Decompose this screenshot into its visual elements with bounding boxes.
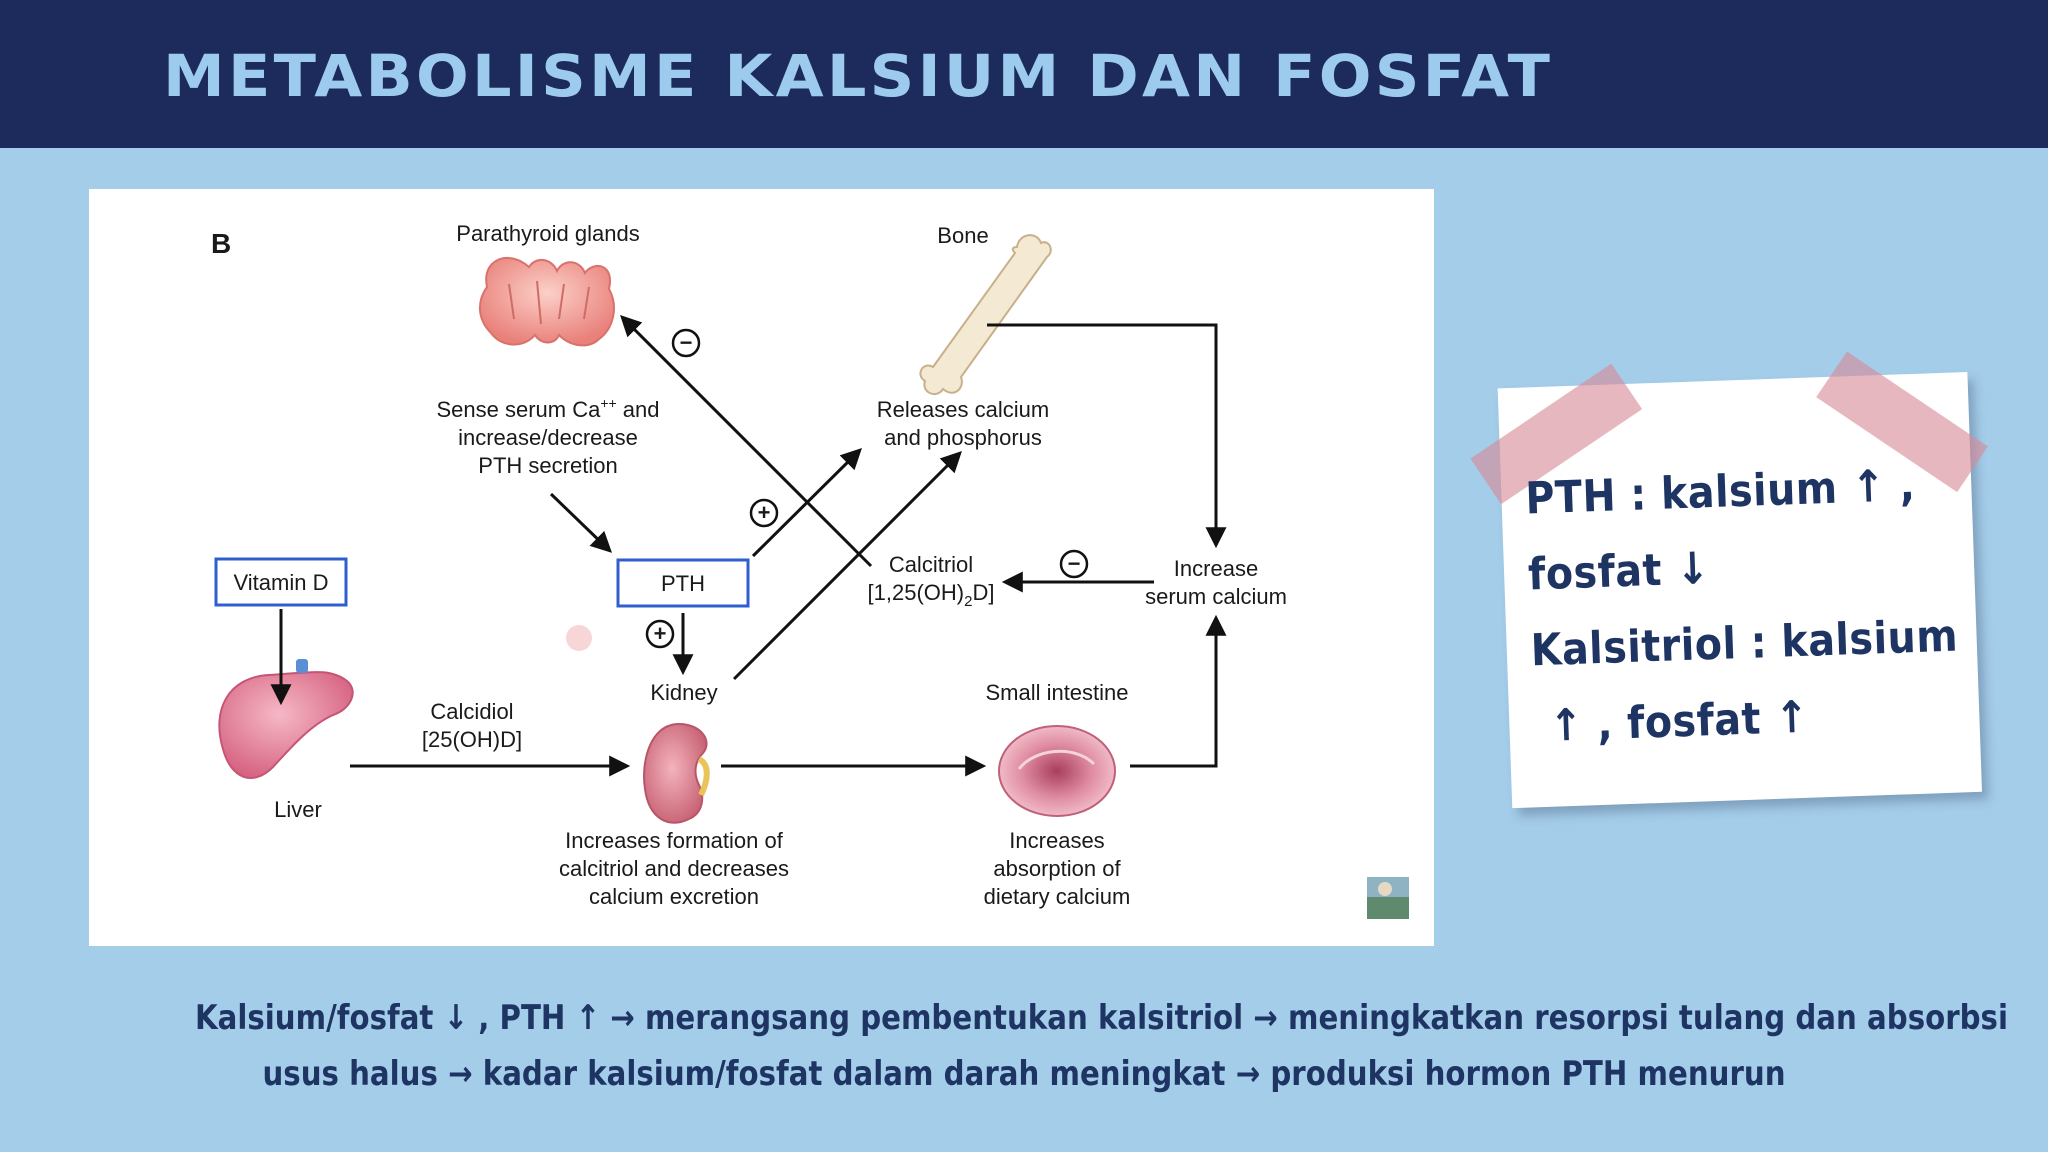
diagram-canvas: B Parathyroid glands Sense serum Ca++ an… bbox=[211, 221, 1409, 919]
svg-text:+: + bbox=[758, 500, 771, 525]
arrow-calcitriol-to-parathyroid bbox=[620, 315, 873, 568]
parathyroid-icon bbox=[479, 257, 615, 347]
plus-sign-kidney: + bbox=[645, 619, 675, 649]
arrow-intestine-to-serum bbox=[1130, 614, 1227, 768]
kidney-desc-line1: Increases formation of bbox=[565, 828, 784, 853]
kidney-desc-line3: calcium excretion bbox=[589, 884, 759, 909]
pth-box bbox=[616, 558, 750, 608]
small-intestine-icon bbox=[998, 725, 1116, 817]
calcidiol-line2: [25(OH)D] bbox=[422, 727, 522, 752]
minus-sign-parathyroid: − bbox=[671, 328, 701, 358]
svg-text:−: − bbox=[1068, 551, 1081, 576]
small-intestine-title: Small intestine bbox=[985, 680, 1128, 705]
caption-line-2: usus halus → kadar kalsium/fosfat dalam … bbox=[262, 1054, 1786, 1094]
vitamin-d-label: Vitamin D bbox=[234, 570, 329, 595]
kidney-desc-line2: calcitriol and decreases bbox=[559, 856, 789, 881]
sticky-note: PTH : kalsium ↑ , fosfat ↓ Kalsitriol : … bbox=[1470, 351, 1988, 818]
panel-letter: B bbox=[211, 228, 231, 259]
plus-sign-bone: + bbox=[749, 498, 779, 528]
calcitriol-line2: [1,25(OH)2D] bbox=[868, 580, 995, 610]
parathyroid-title: Parathyroid glands bbox=[456, 221, 639, 246]
calcium-metabolism-diagram: B Parathyroid glands Sense serum Ca++ an… bbox=[89, 189, 1434, 946]
header-bar: METABOLISME KALSIUM DAN FOSFAT bbox=[0, 0, 2048, 148]
page-title: METABOLISME KALSIUM DAN FOSFAT bbox=[163, 42, 1554, 110]
diagram-arrows bbox=[270, 315, 1227, 777]
calcidiol-line1: Calcidiol bbox=[430, 699, 513, 724]
note-line-2: fosfat ↓ bbox=[1527, 543, 1711, 601]
svg-text:+: + bbox=[654, 621, 667, 646]
svg-text:−: − bbox=[680, 330, 693, 355]
bone-desc-line2: and phosphorus bbox=[884, 425, 1042, 450]
bone-title: Bone bbox=[937, 223, 988, 248]
calcitriol-line1: Calcitriol bbox=[889, 552, 973, 577]
corner-thumbnail bbox=[1367, 877, 1409, 919]
arrow-bone-to-serum bbox=[987, 323, 1227, 549]
small-intestine-desc-line2: absorption of bbox=[993, 856, 1121, 881]
liver-icon bbox=[218, 659, 354, 779]
caption-line-1: Kalsium/fosfat ↓ , PTH ↑ → merangsang pe… bbox=[194, 998, 2008, 1038]
arrow-pth-to-bone bbox=[751, 448, 862, 558]
small-intestine-desc-line1: Increases bbox=[1009, 828, 1104, 853]
bone-icon bbox=[919, 234, 1052, 396]
parathyroid-desc-line2: increase/decrease bbox=[458, 425, 638, 450]
parathyroid-desc-line1: Sense serum Ca++ and bbox=[436, 395, 659, 422]
decorative-dot bbox=[566, 625, 592, 651]
serum-calcium-line2: serum calcium bbox=[1145, 584, 1287, 609]
kidney-icon bbox=[643, 722, 710, 824]
serum-calcium-line1: Increase bbox=[1174, 556, 1258, 581]
arrow-kidney-to-bone bbox=[732, 451, 962, 681]
vitamin-d-box bbox=[214, 557, 348, 607]
liver-label: Liver bbox=[274, 797, 322, 822]
kidney-title: Kidney bbox=[650, 680, 717, 705]
note-line-4: ↑ , fosfat ↑ bbox=[1548, 691, 1810, 752]
parathyroid-desc-line3: PTH secretion bbox=[478, 453, 617, 478]
bone-desc-line1: Releases calcium bbox=[877, 397, 1049, 422]
minus-sign-calcitriol: − bbox=[1059, 549, 1089, 579]
pth-label: PTH bbox=[661, 571, 705, 596]
small-intestine-desc-line3: dietary calcium bbox=[984, 884, 1131, 909]
arrow-parathyroid-to-pth bbox=[549, 492, 613, 553]
caption: Kalsium/fosfat ↓ , PTH ↑ → merangsang pe… bbox=[60, 990, 2008, 1102]
